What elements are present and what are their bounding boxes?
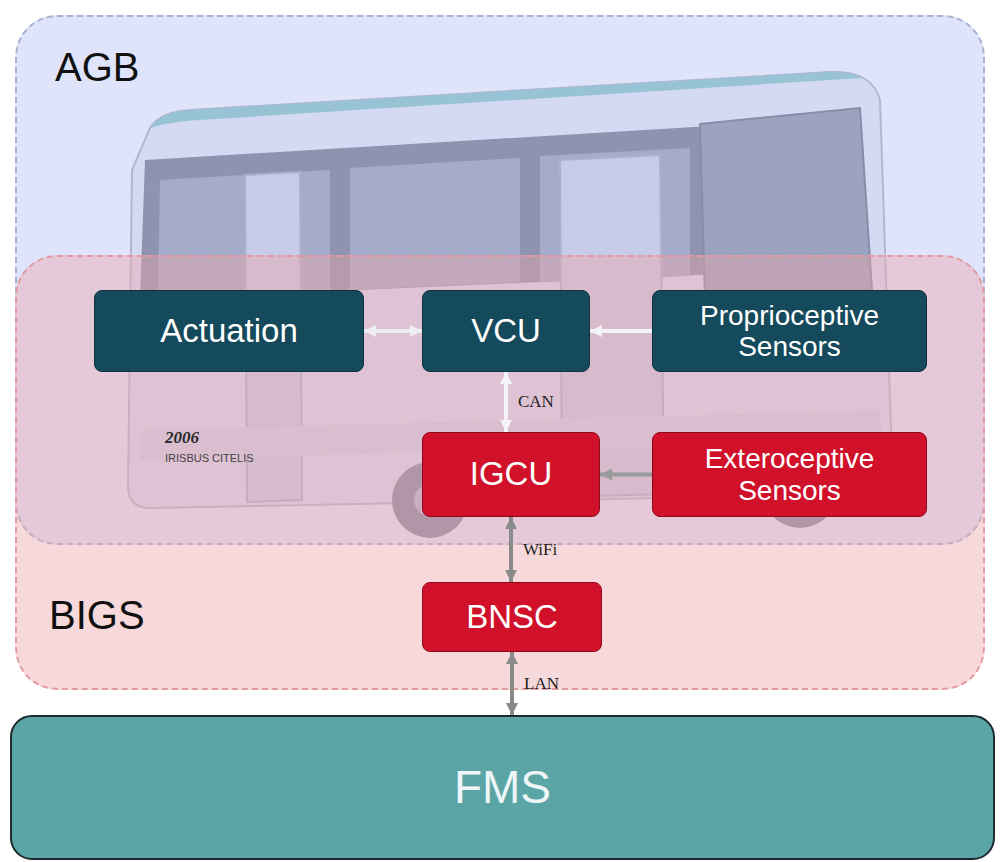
connector-arrow bbox=[600, 473, 652, 477]
subsystem-box: IGCU bbox=[422, 432, 600, 517]
connector-arrow bbox=[510, 652, 514, 715]
system-band: FMS bbox=[10, 715, 995, 860]
connector-arrow bbox=[504, 372, 508, 432]
region-label: BIGS bbox=[49, 593, 145, 638]
subsystem-box: VCU bbox=[422, 290, 590, 372]
connector-arrow bbox=[364, 329, 422, 333]
link-label: CAN bbox=[518, 392, 554, 412]
box-label: Exteroceptive Sensors bbox=[667, 443, 912, 506]
link-label: LAN bbox=[524, 674, 559, 694]
box-label: VCU bbox=[471, 313, 541, 350]
illustration-caption: 2006 bbox=[165, 428, 199, 448]
sensor-box: Exteroceptive Sensors bbox=[652, 432, 927, 517]
box-label: FMS bbox=[454, 762, 551, 814]
box-label: Actuation bbox=[160, 313, 298, 350]
illustration-caption: IRISBUS CITELIS bbox=[165, 452, 254, 464]
region-label: AGB bbox=[55, 45, 139, 90]
box-label: BNSC bbox=[466, 599, 558, 636]
connector-arrow bbox=[590, 329, 652, 333]
box-label: Proprioceptive Sensors bbox=[667, 300, 912, 363]
subsystem-box: BNSC bbox=[422, 582, 602, 652]
link-label: WiFi bbox=[523, 540, 557, 560]
box-label: IGCU bbox=[470, 456, 553, 493]
connector-arrow bbox=[509, 517, 513, 582]
sensor-box: Proprioceptive Sensors bbox=[652, 290, 927, 372]
subsystem-box: Actuation bbox=[94, 290, 364, 372]
